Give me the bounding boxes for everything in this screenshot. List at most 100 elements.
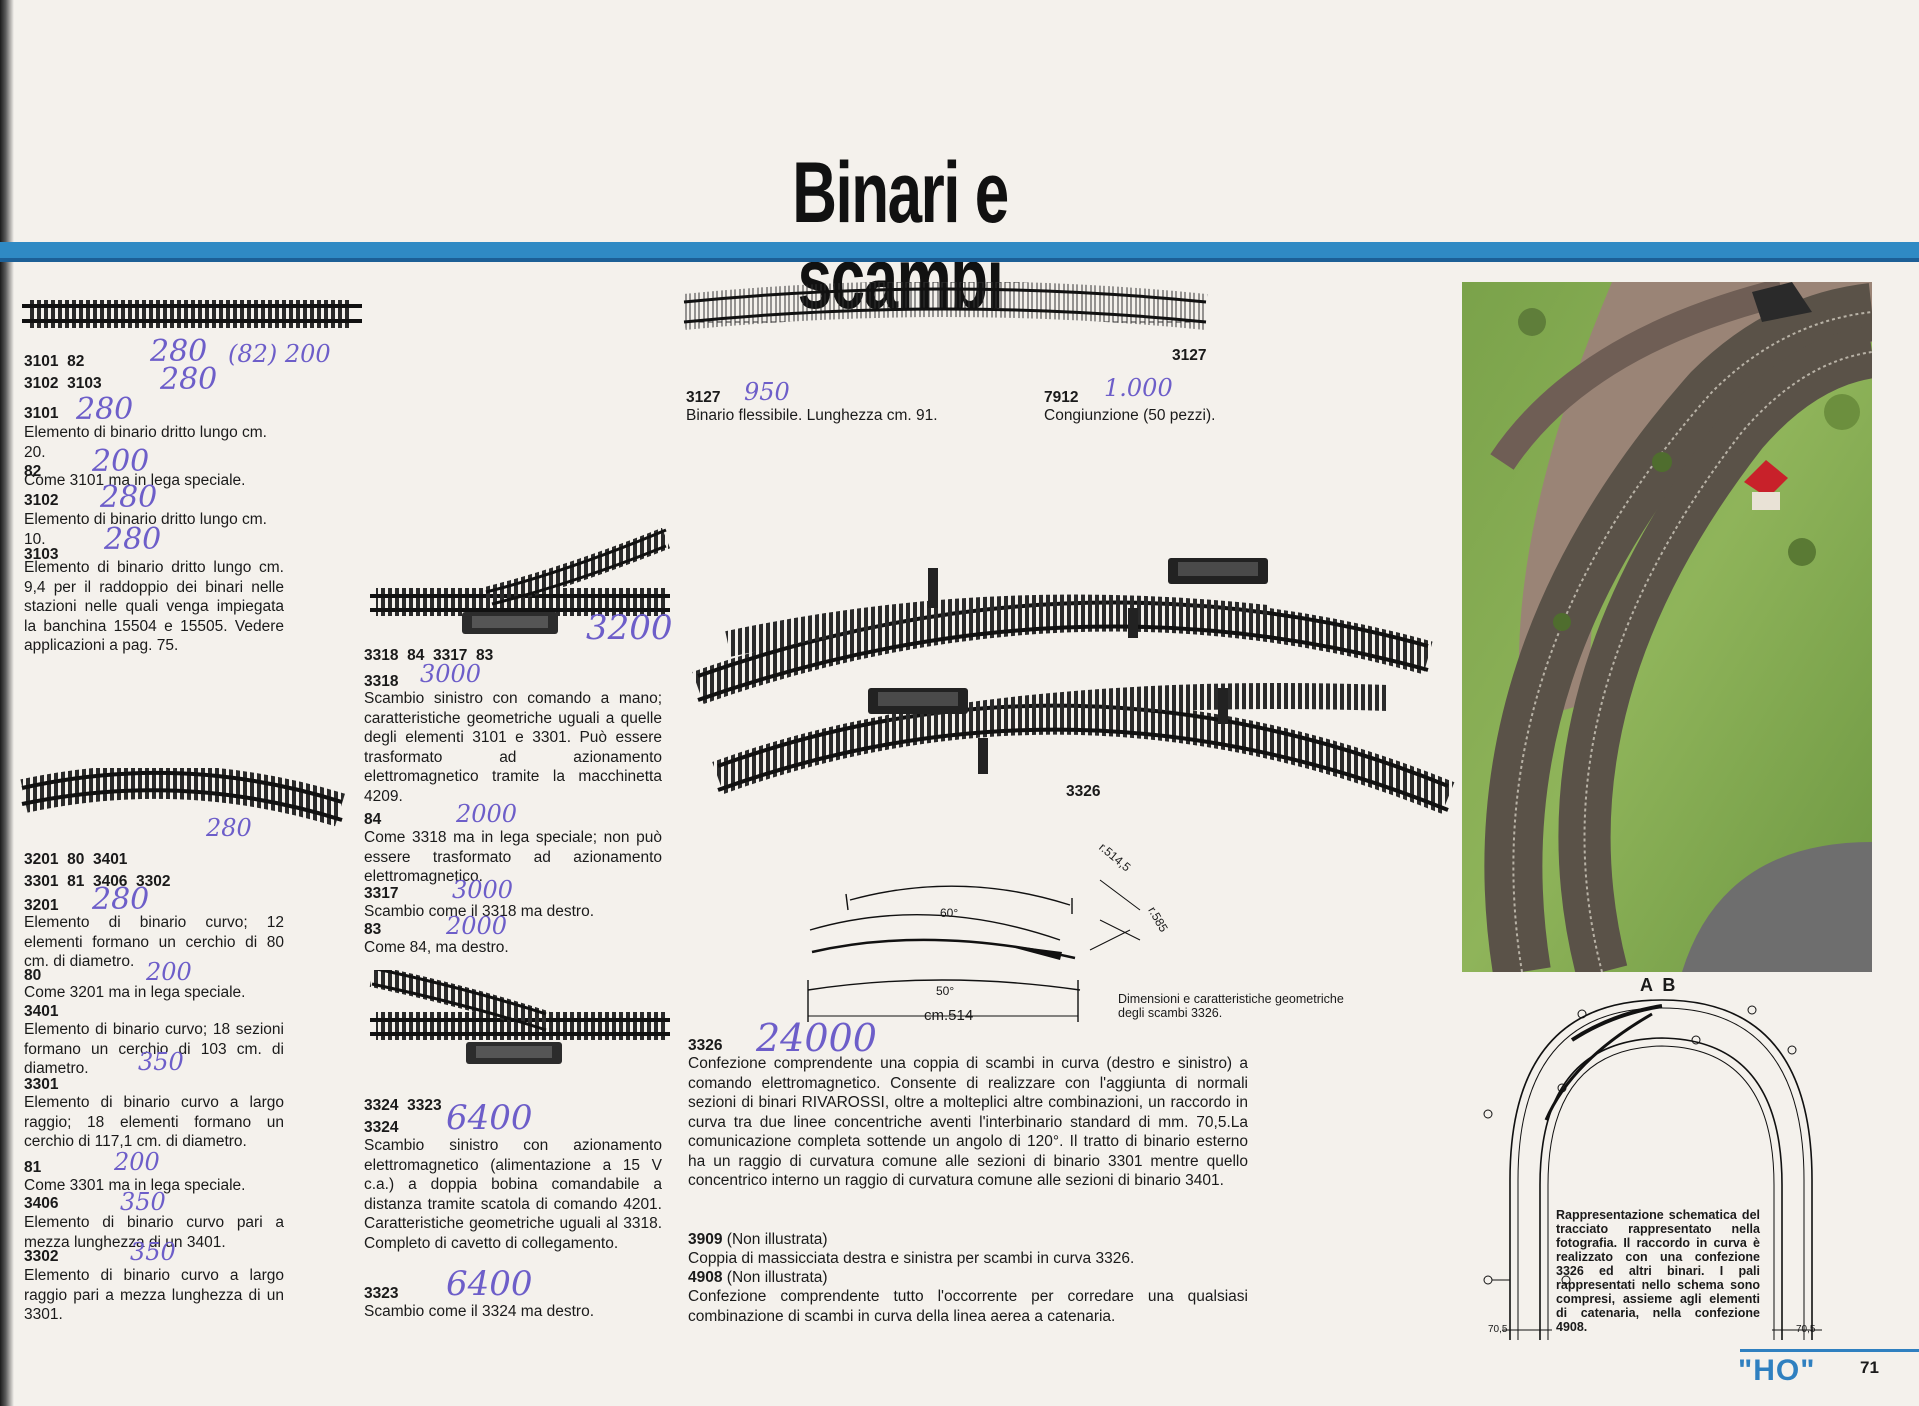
item-description: Elemento di binario dritto lungo cm. 9,4… <box>24 559 284 654</box>
curved-switch-pair-image <box>692 558 1455 814</box>
schema-dimension: 70,5 <box>1796 1324 1816 1335</box>
handwritten-price: 280 <box>76 392 134 427</box>
item-code: 83 <box>364 921 382 938</box>
series-label: "HO" <box>1738 1354 1816 1387</box>
item-description: Come 3201 ma in lega speciale. <box>24 984 246 1001</box>
switch-3318-image <box>370 528 671 634</box>
item-description: Binario flessibile. Lunghezza cm. 91. <box>686 407 938 424</box>
item-description: Elemento di binario curvo; 12 elementi f… <box>24 914 284 970</box>
item-code: 3201 <box>24 897 59 914</box>
handwritten-price: 6400 <box>446 1264 533 1304</box>
item-code: 3102 <box>24 492 59 509</box>
item-code: 3317 <box>364 885 399 902</box>
handwritten-price: 950 <box>744 378 790 406</box>
layout-photo <box>1462 282 1872 972</box>
switch-3324-image <box>369 970 670 1064</box>
header-band-shadow <box>0 258 1919 262</box>
item-code: 7912 <box>1044 389 1079 406</box>
item-note: (Non illustrata) <box>726 1269 828 1286</box>
item-description: Confezione comprendente una coppia di sc… <box>688 1055 1248 1189</box>
handwritten-price: 280 <box>100 480 158 515</box>
handwritten-price: 280 <box>104 522 162 557</box>
item-description: Coppia di massicciata destra e sinistra … <box>688 1250 1135 1267</box>
schema-dimension: 70,5 <box>1488 1324 1508 1335</box>
handwritten-price: 350 <box>120 1188 166 1216</box>
item-entry: 4908 (Non illustrata) <box>688 1268 828 1288</box>
switch-geometry-diagram <box>807 879 1141 1022</box>
dimension-label: cm.514 <box>924 1007 974 1024</box>
item-description: Congiunzione (50 pezzi). <box>1044 407 1216 424</box>
item-entry: 3909 (Non illustrata) <box>688 1230 828 1250</box>
item-description: Scambio come il 3324 ma destro. <box>364 1303 595 1320</box>
item-code: 3406 <box>24 1195 59 1212</box>
product-codes-straight-2: 3102 3103 <box>24 375 102 392</box>
handwritten-price: 350 <box>130 1238 176 1266</box>
item-description: Come 3318 ma in lega speciale; non può e… <box>364 829 662 885</box>
handwritten-price: (82) 200 <box>228 340 331 368</box>
item-code: 3302 <box>24 1248 59 1265</box>
item-description: Confezione comprendente tutto l'occorren… <box>688 1288 1248 1325</box>
handwritten-price: 280 <box>92 882 150 917</box>
item-code: 80 <box>24 967 42 984</box>
item-code: 3301 <box>24 1076 59 1093</box>
item-description: Elemento di binario dritto lungo cm. 20. <box>24 424 267 461</box>
curved-track-image <box>20 768 345 827</box>
product-codes-straight-1: 3101 82 <box>24 353 85 370</box>
handwritten-price: 6400 <box>446 1098 533 1138</box>
item-description: Elemento di binario curvo pari a mezza l… <box>24 1214 284 1251</box>
item-code: 3324 <box>364 1119 399 1136</box>
item-code: 3909 <box>688 1231 723 1248</box>
handwritten-price: 3000 <box>452 876 514 904</box>
flexible-track-image <box>682 282 1208 330</box>
handwritten-price: 200 <box>92 444 150 479</box>
header-band <box>0 242 1919 258</box>
flexible-track-label: 3127 <box>1172 347 1207 364</box>
page-gutter-shadow <box>0 0 14 1406</box>
handwritten-price: 3200 <box>586 608 673 648</box>
product-codes-switches: 3318 84 3317 83 <box>364 647 494 664</box>
handwritten-price: 3000 <box>420 660 482 688</box>
item-description: Elemento di binario curvo a largo raggio… <box>24 1094 284 1150</box>
item-code: 4908 <box>688 1269 723 1286</box>
handwritten-price: 1.000 <box>1104 374 1173 402</box>
item-code: 3401 <box>24 1003 59 1020</box>
item-description: Scambio sinistro con comando a mano; car… <box>364 690 662 805</box>
product-codes-curved-2: 3301 81 3406 3302 <box>24 873 171 890</box>
item-description: Elemento di binario curvo a largo raggio… <box>24 1267 284 1323</box>
item-description: Come 3301 ma in lega speciale. <box>24 1177 246 1194</box>
handwritten-price: 280 <box>150 334 208 369</box>
item-code: 3318 <box>364 673 399 690</box>
product-codes-switches-electric: 3324 3323 <box>364 1097 442 1114</box>
handwritten-price: 280 <box>206 814 252 842</box>
dimension-label: 50° <box>936 984 955 998</box>
item-description: Elemento di binario dritto lungo cm. 10. <box>24 511 267 548</box>
track-schema-diagram <box>1483 999 1822 1340</box>
dimension-label: 60° <box>940 906 959 920</box>
item-description: Scambio sinistro con azionamento elettro… <box>364 1137 662 1252</box>
item-code: 84 <box>364 811 382 828</box>
item-description: Come 3101 ma in lega speciale. <box>24 472 246 489</box>
page-number: 71 <box>1860 1358 1879 1377</box>
schema-caption: Rappresentazione schematica del tracciat… <box>1556 1208 1760 1334</box>
item-code: 81 <box>24 1159 42 1176</box>
handwritten-price: 24000 <box>756 1016 877 1060</box>
item-code: 82 <box>24 463 42 480</box>
item-code: 3326 <box>688 1037 723 1054</box>
straight-track-image <box>22 300 362 328</box>
item-description: Elemento di binario curvo; 18 sezioni fo… <box>24 1021 284 1077</box>
item-description: Scambio come il 3318 ma destro. <box>364 903 595 920</box>
footer-rule <box>1740 1349 1919 1352</box>
diagram-caption: Dimensioni e caratteristiche geometriche… <box>1118 992 1344 1020</box>
handwritten-price: 350 <box>138 1048 184 1076</box>
item-code: 3127 <box>686 389 721 406</box>
handwritten-price: 200 <box>114 1148 160 1176</box>
product-codes-curved-1: 3201 80 3401 <box>24 851 128 868</box>
handwritten-price: 280 <box>160 362 218 397</box>
item-code: 3323 <box>364 1285 399 1302</box>
handwritten-price: 2000 <box>446 912 508 940</box>
item-code: 3101 <box>24 405 59 422</box>
handwritten-price: 2000 <box>456 800 518 828</box>
item-note: (Non illustrata) <box>726 1231 828 1248</box>
item-code: 3103 <box>24 546 59 563</box>
handwritten-price: 200 <box>146 958 192 986</box>
